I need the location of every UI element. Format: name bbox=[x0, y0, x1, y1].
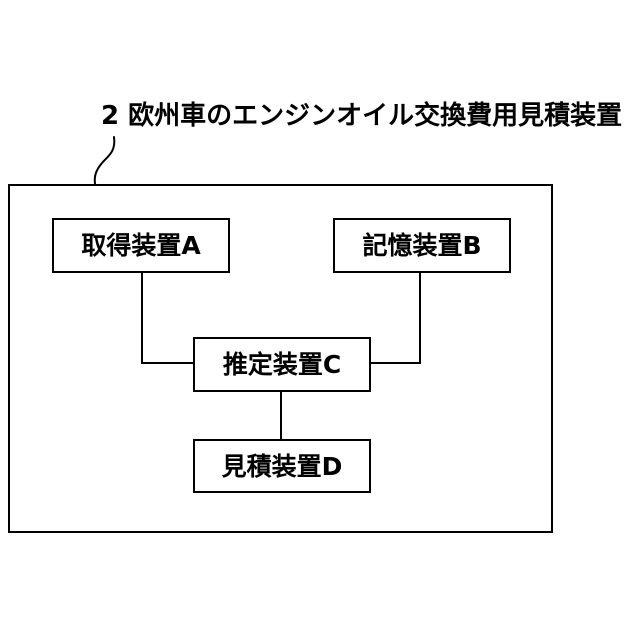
block-memory-device-b[interactable]: 記憶装置B bbox=[333, 218, 511, 273]
block-acquire-device-a[interactable]: 取得装置A bbox=[52, 218, 230, 273]
block-label-c: 推定装置C bbox=[222, 350, 342, 379]
outer-device-container bbox=[8, 184, 553, 533]
block-label-a: 取得装置A bbox=[81, 231, 201, 260]
block-estimation-device-c[interactable]: 推定装置C bbox=[193, 337, 371, 392]
block-quotation-device-d[interactable]: 見積装置D bbox=[193, 439, 371, 493]
block-label-d: 見積装置D bbox=[221, 451, 343, 481]
leader-line-icon bbox=[93, 136, 116, 185]
block-label-b: 記憶装置B bbox=[362, 231, 482, 260]
figure-title: 2 欧州車のエンジンオイル交換費用見積装置 bbox=[101, 101, 623, 131]
